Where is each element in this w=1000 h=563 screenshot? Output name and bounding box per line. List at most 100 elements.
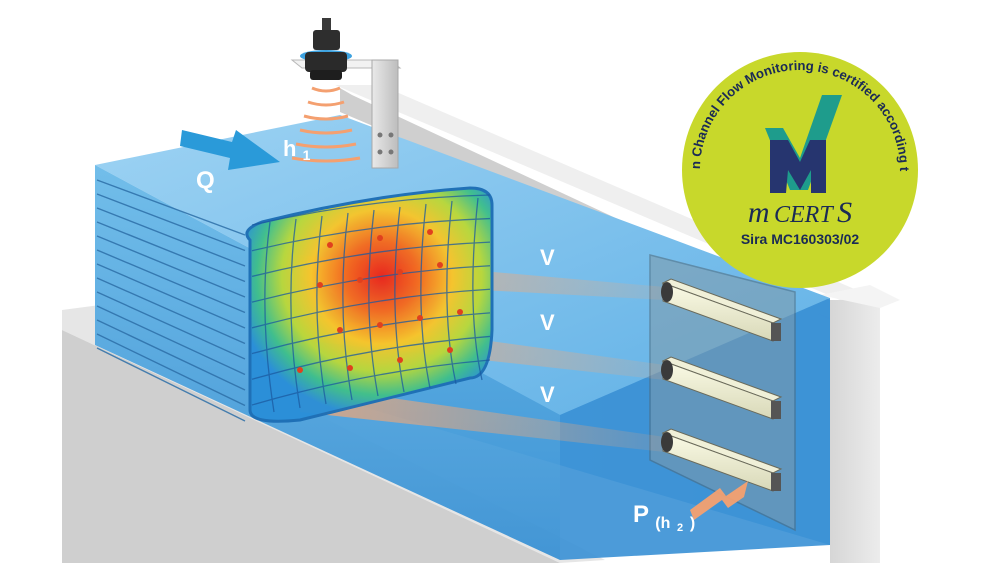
front-slab-face [62,330,560,563]
profile-mesh-line [446,200,457,385]
flow-stripe [96,277,246,345]
velocity-label-2: V [540,310,555,335]
profile-mesh-line [251,335,491,380]
flow-stripe [96,263,246,329]
level-sensor-body [305,52,347,72]
velocity-profile-dots [297,229,463,373]
flow-stripe [96,235,246,298]
level-sensor-face [310,70,342,80]
ultrasonic-wave [311,86,341,93]
flow-stripe [96,207,246,267]
level-sensor-head [313,30,340,50]
level-sensor-waves [291,86,361,163]
flow-label: Q [196,167,215,194]
profile-mesh-line [251,312,491,355]
profile-mesh-line [251,217,491,252]
profile-mesh-line [316,215,327,405]
profile-mesh-line [251,359,491,406]
velocity-label-3: V [540,382,555,407]
level-label-main: h [283,136,296,161]
ultrasonic-wave [307,100,345,107]
pressure-label-paren-open: (h [655,515,670,532]
profile-mesh-dot [447,347,453,353]
profile-mesh-line [472,197,483,381]
flow-stripe [96,347,246,422]
profile-mesh-line [264,221,275,413]
profile-mesh-line [368,209,379,397]
ultrasonic-wave [295,142,357,149]
flow-stripe [96,291,246,360]
flow-stripe [96,193,246,252]
mcerts-logo-navy [770,140,826,193]
ultrasonic-wave [291,156,361,163]
profile-mesh-dot [417,315,423,321]
profile-mesh-line [420,203,431,389]
profile-mesh-line [290,218,301,409]
profile-mesh-dot [437,262,443,268]
pressure-label: P (h 2 ) [633,501,695,537]
flow-stripe [96,305,246,376]
flow-stripe [96,179,246,236]
doppler-sensor-connector [771,323,781,341]
ultrasonic-wave [303,114,349,121]
profile-mesh-dot [317,282,323,288]
ultrasonic-wave [299,128,353,135]
right-end-wall [830,300,880,563]
flow-stripe [96,221,246,283]
profile-mesh-dot [327,242,333,248]
profile-mesh-line [394,206,405,393]
profile-mesh-dot [357,277,363,283]
level-sensor-assembly [290,18,402,169]
doppler-sensor-head [661,360,673,380]
doppler-sensor [661,428,783,492]
bracket-bolt-3 [377,149,383,155]
profile-mesh-dot [337,327,343,333]
pressure-label-main: P [633,501,649,528]
level-label-subscript: 1 [303,147,311,163]
doppler-sensor [661,278,783,342]
pressure-label-paren-close: ) [690,515,695,532]
bracket-vertical [371,59,399,169]
profile-mesh-dot [297,367,303,373]
bracket-bolt-2 [388,132,394,138]
flow-stripe [96,319,246,391]
profile-mesh-line [342,212,353,401]
seal-brand: m CERT S [748,196,852,229]
right-end-wall-top [820,285,900,308]
sensors [661,278,783,492]
flow-stripe [96,249,246,314]
seal-brand-m: m [748,196,770,229]
velocity-profile-mesh [251,194,491,413]
doppler-sensor [661,356,783,420]
profile-mesh-line [251,265,491,303]
bracket-bolt-1 [377,132,383,138]
profile-mesh-dot [377,322,383,328]
seal-brand-s: S [837,196,852,229]
profile-mesh-dot [397,357,403,363]
doppler-sensor-head [661,432,673,452]
flow-stripes [96,179,246,422]
profile-mesh-line [251,288,491,329]
mcerts-logo-icon [765,95,842,193]
profile-mesh-dot [457,309,463,315]
doppler-sensor-connector [771,401,781,419]
profile-mesh-dot [347,365,353,371]
bracket-bolt-4 [388,149,394,155]
pressure-label-subscript: 2 [677,522,683,534]
doppler-sensor-head [661,282,673,302]
flow-stripe [96,333,246,407]
doppler-sensor-connector [771,473,781,491]
seal-brand-certs: CERT [774,202,834,228]
level-label: h 1 [283,136,311,163]
seal-certificate-number: Sira MC160303/02 [741,231,860,247]
pressure-arrow [690,481,748,520]
profile-mesh-dot [427,229,433,235]
profile-mesh-line [251,194,491,226]
doppler-beam-bottom [300,385,665,452]
flow-arrow [180,130,280,170]
level-sensor-cable [322,18,331,34]
velocity-profile [245,186,494,423]
profile-mesh-dot [397,269,403,275]
